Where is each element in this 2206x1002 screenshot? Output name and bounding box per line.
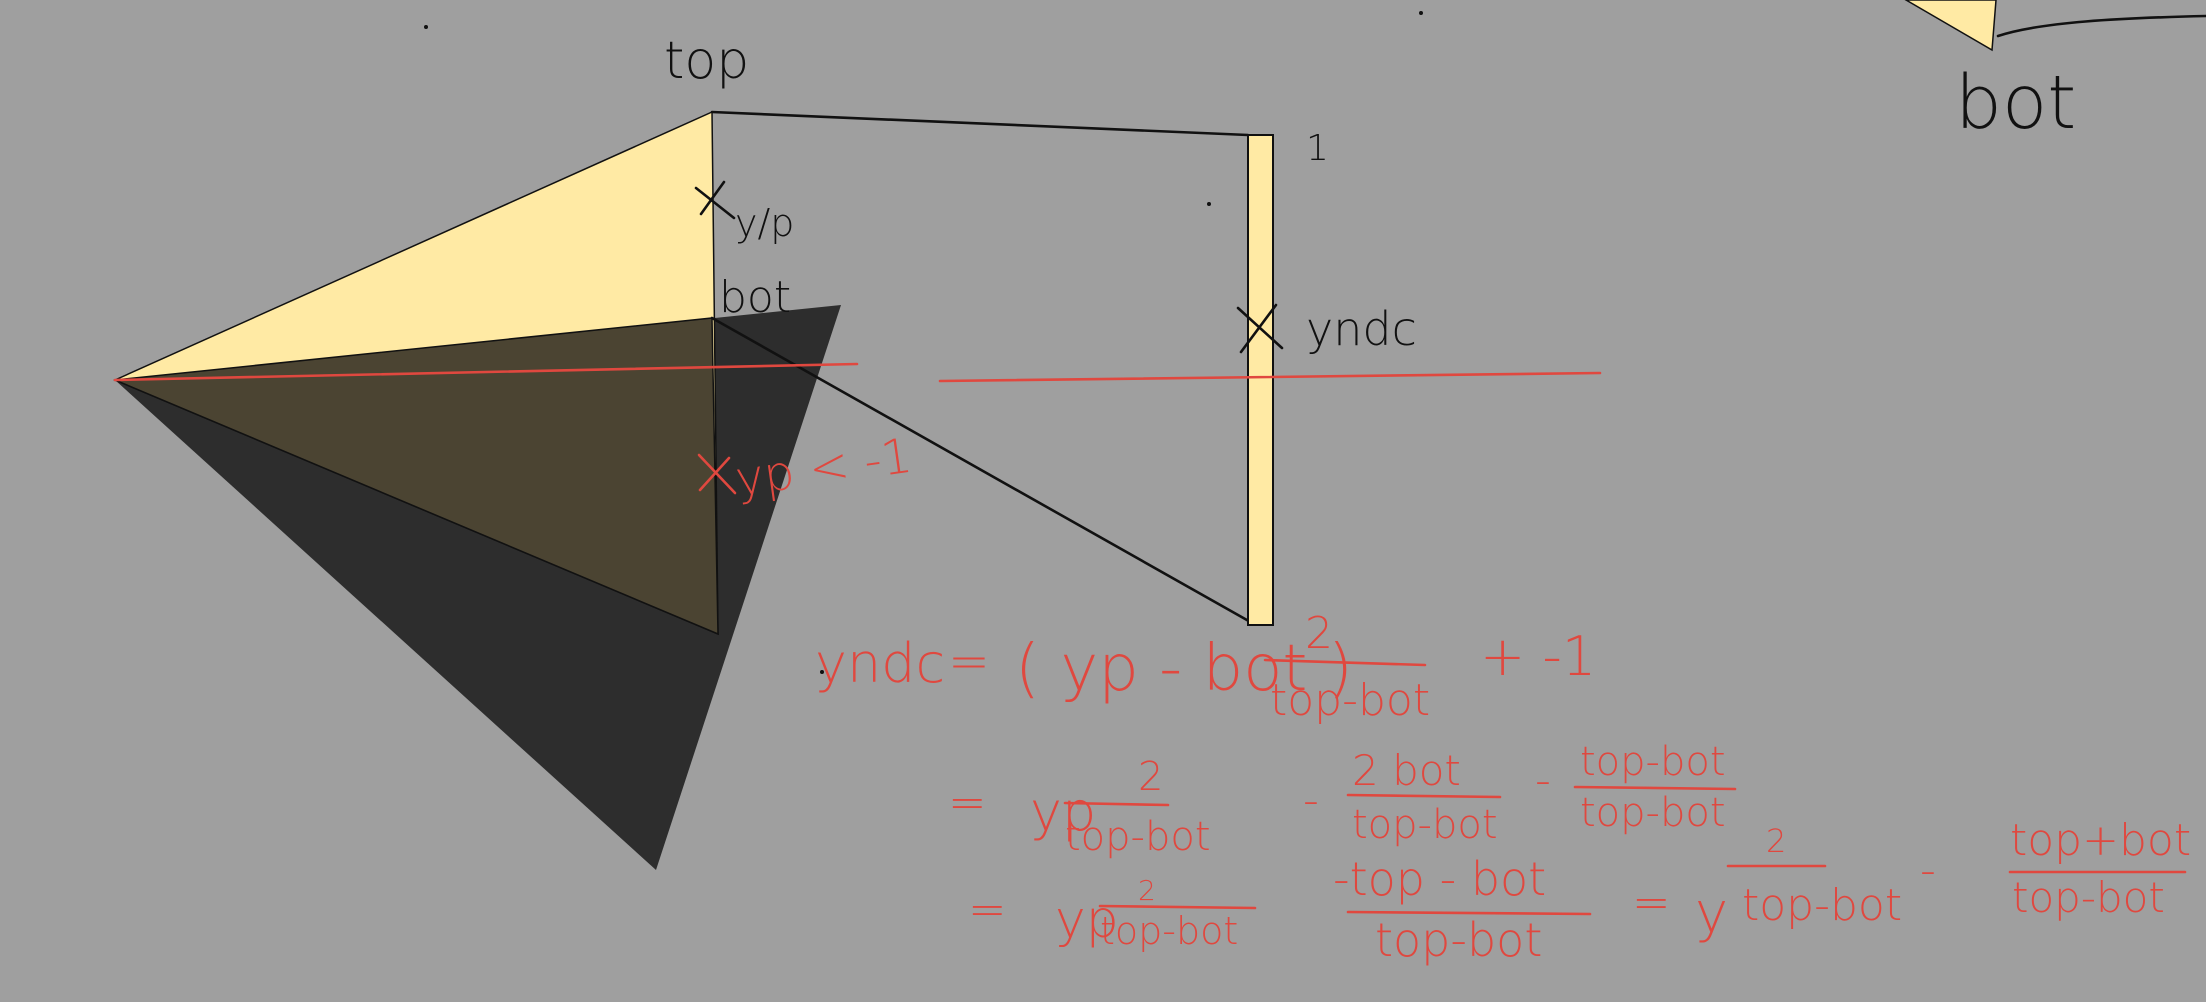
x-mark-yp <box>694 180 736 220</box>
eq1-denominator: top-bot <box>1270 675 1430 726</box>
ndc-plane-strip <box>1247 134 1274 626</box>
stray-dot <box>1419 11 1423 15</box>
eq2-equals: = <box>948 775 987 829</box>
eq2-b-denominator: top-bot <box>1352 802 1498 848</box>
eq1-tail: + -1 <box>1480 625 1596 688</box>
eq1-paren: ( yp - bot ) <box>1015 632 1353 706</box>
eq3-a-numerator: 2 <box>1138 874 1156 907</box>
eq2-b-numerator: 2 bot <box>1352 746 1461 795</box>
label-bot-corner: bot <box>1955 60 2076 146</box>
horizon-line-left <box>113 362 859 382</box>
eq2-minus-2: - <box>1535 755 1551 806</box>
eq2-b-fraction-bar <box>1346 793 1502 799</box>
eq2-a-numerator: 2 <box>1138 754 1163 800</box>
label-one: 1 <box>1306 128 1329 169</box>
equation-line-3: = yp 2 top-bot -top - bot top-bot = y 2 … <box>968 815 2191 967</box>
eq3-equals: = <box>968 882 1007 936</box>
equation-line-1: yndc = ( yp - bot ) 2 top-bot + -1 <box>815 608 1596 726</box>
corner-line <box>1996 14 2206 38</box>
eq2-minus-1: - <box>1303 775 1319 826</box>
eq3-b-numerator: -top - bot <box>1333 852 1546 906</box>
eq3-d-denominator: top-bot <box>2012 873 2165 922</box>
stray-dot <box>820 670 824 674</box>
label-y-p: y/p <box>735 201 794 245</box>
eq3-term-a: yp <box>1055 890 1119 950</box>
frustum-overlap <box>114 317 719 636</box>
label-top: top <box>664 31 749 91</box>
label-y-ndc: yndc <box>1306 302 1417 356</box>
eq3-a-denominator: top-bot <box>1100 909 1238 953</box>
eq3-b-fraction-bar <box>1346 910 1592 916</box>
stray-dot <box>1207 202 1211 206</box>
x-mark-yp-outside <box>697 453 737 495</box>
eq2-term-a: yp <box>1030 780 1096 843</box>
eq3-c-denominator: top-bot <box>1742 880 1902 931</box>
eq3-minus: - <box>1920 845 1936 896</box>
horizon-line-right <box>938 371 1602 383</box>
stray-dot <box>424 25 428 29</box>
eq3-a-fraction-bar <box>1098 904 1257 910</box>
top-projection-line <box>710 110 1250 137</box>
equation-line-2: = yp 2 top-bot - 2 bot top-bot - top-bot… <box>948 739 1737 860</box>
eq2-a-fraction-bar <box>1063 801 1170 807</box>
eq3-equals-2: = <box>1632 875 1671 929</box>
eq3-c-numerator: 2 <box>1766 822 1786 860</box>
eq2-a-denominator: top-bot <box>1065 814 1211 860</box>
eq3-d-numerator: top+bot <box>2010 815 2191 866</box>
eq1-equals: = <box>948 632 990 690</box>
eq1-lhs: yndc <box>815 632 945 695</box>
x-mark-yndc <box>1236 303 1284 354</box>
eq3-term-c: y <box>1695 881 1728 946</box>
eq1-numerator: 2 <box>1305 608 1333 659</box>
corner-frustum-fragment <box>1904 0 1997 52</box>
eq1-fraction-bar <box>1263 658 1427 667</box>
label-bot-near: bot <box>719 272 791 323</box>
eq2-c-numerator: top-bot <box>1580 739 1726 785</box>
bot-projection-line <box>710 316 1256 626</box>
eq3-b-denominator: top-bot <box>1375 913 1542 967</box>
eq2-c-denominator: top-bot <box>1580 790 1726 836</box>
eq2-c-fraction-bar <box>1573 785 1737 791</box>
